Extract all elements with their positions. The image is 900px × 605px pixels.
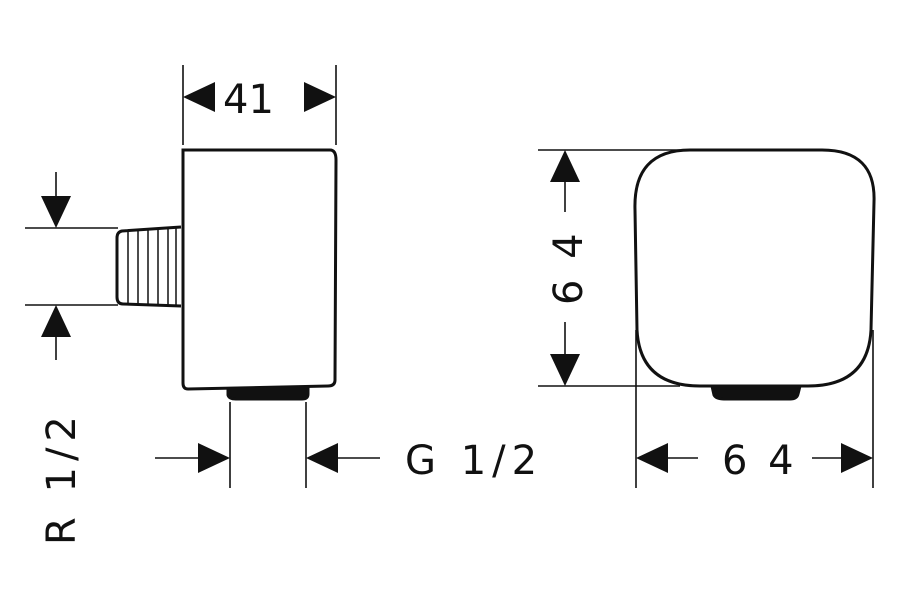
- front-view-body: [633, 148, 876, 388]
- thread-lines: [127, 228, 177, 306]
- side-view: [115, 148, 338, 401]
- dimension-r12-label: R 1/2: [39, 410, 85, 545]
- dimension-g12-label: G 1/2: [405, 438, 543, 484]
- dimension-64-height-label: 6 4: [546, 229, 592, 305]
- dimension-41: [182, 65, 337, 145]
- side-view-body: [181, 148, 338, 391]
- dimension-64-height: [538, 149, 680, 387]
- dimension-g12: [155, 402, 380, 488]
- dimension-64-width-label: 6 4: [722, 438, 798, 484]
- inlet-thread-body: [115, 225, 182, 308]
- dimension-41-label: 41: [223, 77, 274, 123]
- front-view: [633, 148, 876, 401]
- dimension-64-width: [635, 330, 874, 488]
- front-outlet: [710, 385, 802, 401]
- dimension-r12: [25, 172, 118, 360]
- side-outlet: [226, 386, 310, 401]
